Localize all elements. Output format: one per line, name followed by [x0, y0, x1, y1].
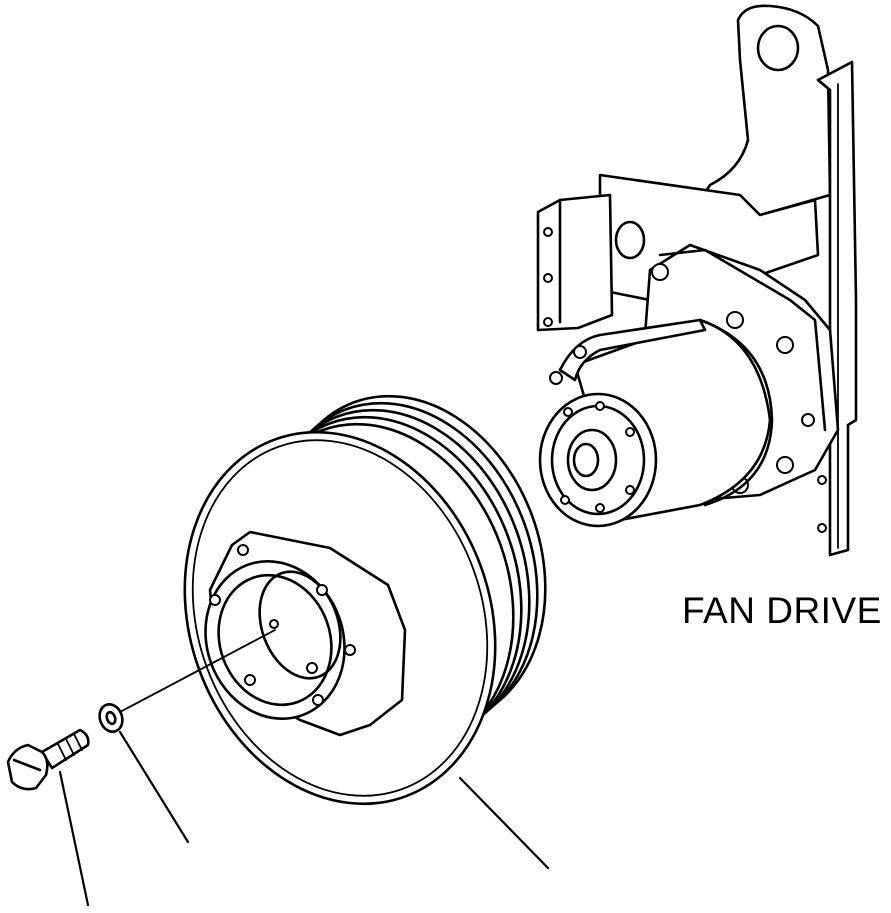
pulley — [183, 394, 547, 806]
fan-drive-label: FAN DRIVE — [682, 590, 882, 631]
assembly-axis-line — [119, 629, 276, 713]
leader-line-bolt — [58, 770, 90, 907]
bolt — [6, 728, 90, 791]
motor-cylinder — [538, 318, 774, 528]
mounting-bracket — [536, 4, 858, 557]
washer — [98, 703, 124, 733]
fan-drive-assembly — [536, 4, 858, 557]
leader-line-washer — [118, 730, 190, 844]
leader-line-pulley — [458, 776, 550, 870]
